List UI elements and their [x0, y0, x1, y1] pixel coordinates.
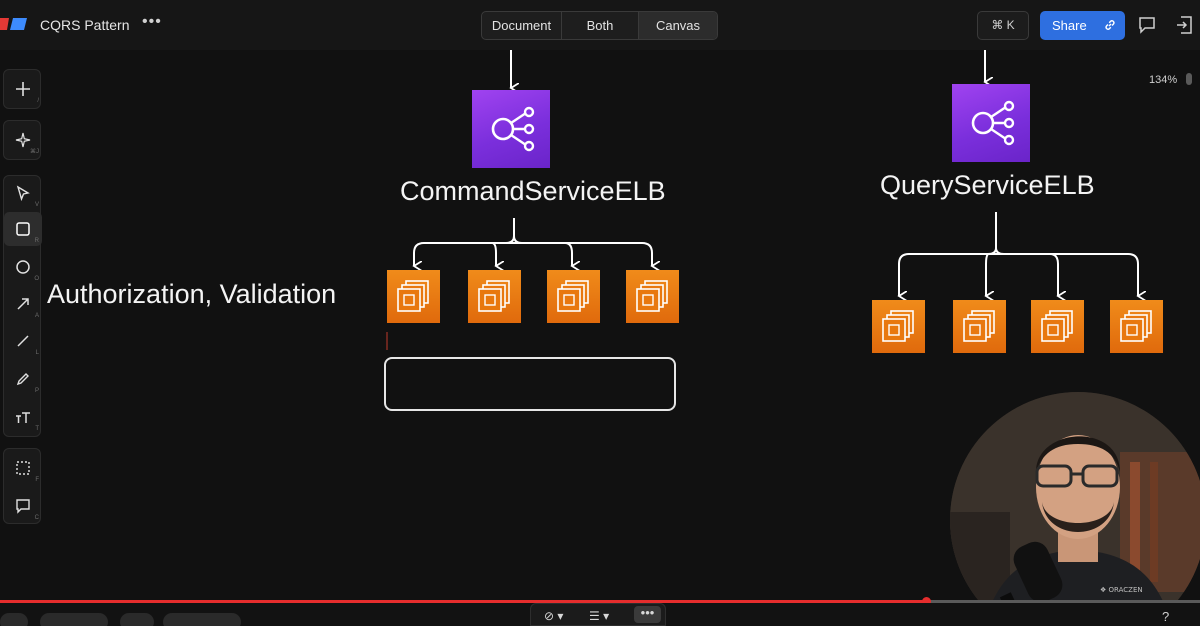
text-icon [16, 412, 30, 423]
link-icon [1105, 20, 1115, 30]
frame-shortcut-hint: F [35, 477, 39, 483]
query-instance-4[interactable] [1110, 300, 1163, 353]
document-title[interactable]: CQRS Pattern [40, 17, 130, 33]
ai-tool-group: ⌘J [3, 120, 41, 160]
comment-icon[interactable] [1138, 16, 1156, 34]
video-scrubber-handle[interactable] [922, 597, 931, 606]
ellipse-icon [16, 260, 30, 274]
comment-bubble-icon [16, 499, 30, 514]
top-bar: CQRS Pattern ••• Document Both Canvas ⌘ … [0, 0, 1200, 50]
line-tool[interactable]: L [4, 324, 42, 358]
line-icon [17, 335, 29, 347]
ec2-instance-icon [636, 280, 668, 312]
view-mode-both[interactable]: Both [562, 12, 639, 39]
svg-text:❖ ORACZEN: ❖ ORACZEN [1100, 586, 1143, 594]
canvas-bottom-toolbar: ⊘ ▾ ☰ ▾ ••• [530, 603, 666, 626]
video-progress-bar[interactable] [0, 597, 1200, 606]
play-pause-button[interactable] [0, 613, 28, 626]
arrow-tool[interactable]: A [4, 287, 42, 321]
add-tool-group: / [3, 69, 41, 109]
rectangle-shortcut-hint: R [34, 238, 39, 244]
frame-tool[interactable]: F [4, 451, 42, 485]
select-tool[interactable]: V [4, 176, 42, 210]
timestamp-display [163, 613, 241, 626]
slash-circle-icon[interactable]: ⊘ ▾ [544, 609, 564, 623]
command-instance-2[interactable] [468, 270, 521, 323]
query-instance-2[interactable] [953, 300, 1006, 353]
more-options-button[interactable]: ••• [142, 13, 162, 30]
select-shortcut-hint: V [34, 202, 39, 208]
ec2-instance-icon [882, 310, 914, 342]
ec2-instance-icon [478, 280, 510, 312]
query-instance-3[interactable] [1031, 300, 1084, 353]
video-progress-fill [0, 600, 926, 603]
canvas-scrollbar[interactable] [1186, 73, 1192, 85]
comment-shortcut-hint: C [34, 515, 39, 521]
query-fanout-arrows [899, 212, 1138, 296]
ec2-instance-icon [1120, 310, 1152, 342]
command-service-label[interactable]: CommandServiceELB [400, 176, 666, 206]
line-shortcut-hint: L [35, 350, 39, 356]
command-instance-3[interactable] [547, 270, 600, 323]
empty-rectangle-shape[interactable] [384, 357, 676, 411]
pencil-shortcut-hint: P [34, 388, 39, 394]
query-elb-icon[interactable] [952, 84, 1030, 162]
export-icon[interactable] [1176, 15, 1194, 35]
ec2-instance-icon [397, 280, 429, 312]
cursor-icon [16, 185, 30, 201]
rectangle-icon [16, 222, 30, 236]
sparkle-icon [15, 132, 31, 148]
view-mode-document[interactable]: Document [482, 12, 562, 39]
presenter-webcam: ❖ ORACZEN [950, 392, 1200, 626]
text-shortcut-hint: T [35, 426, 39, 432]
ec2-instance-icon [963, 310, 995, 342]
query-service-label[interactable]: QueryServiceELB [880, 170, 1095, 200]
ellipse-shortcut-hint: O [34, 276, 39, 282]
ai-shortcut-hint: ⌘J [30, 149, 39, 155]
rectangle-tool[interactable]: R [4, 212, 42, 246]
arrow-icon [17, 298, 29, 310]
command-instance-1[interactable] [387, 270, 440, 323]
frame-tools-group: F C [3, 448, 41, 524]
view-mode-canvas[interactable]: Canvas [639, 12, 717, 39]
pencil-icon [16, 373, 29, 386]
ai-assist-button[interactable]: ⌘J [4, 123, 42, 157]
align-menu-icon[interactable]: ☰ ▾ [589, 609, 610, 623]
view-mode-toggle: Document Both Canvas [481, 11, 718, 40]
load-balancer-icon [491, 106, 535, 152]
query-instance-1[interactable] [872, 300, 925, 353]
share-button[interactable]: Share [1040, 11, 1125, 40]
plus-icon [16, 82, 30, 96]
more-tools-button[interactable]: ••• [634, 606, 661, 623]
app-logo-icon [0, 18, 27, 30]
add-shortcut-hint: / [37, 98, 39, 104]
pencil-tool[interactable]: P [4, 362, 42, 396]
volume-button[interactable] [120, 613, 154, 626]
arrow-shortcut-hint: A [34, 313, 39, 319]
diagram-connectors [386, 50, 1200, 350]
drawing-tools-group: V R O A L P T [3, 175, 42, 437]
load-balancer-icon [971, 100, 1015, 146]
zoom-level[interactable]: 134% [1149, 74, 1178, 86]
command-fanout-arrows [414, 218, 652, 266]
ellipse-tool[interactable]: O [4, 250, 42, 284]
comment-tool[interactable]: C [4, 489, 42, 523]
add-button[interactable]: / [4, 72, 42, 106]
command-elb-icon[interactable] [472, 90, 550, 168]
authorization-note[interactable]: Authorization, Validation [47, 279, 337, 309]
help-icon[interactable]: ? [1162, 609, 1170, 624]
text-tool[interactable]: T [4, 400, 42, 434]
skip-controls[interactable] [40, 613, 108, 626]
frame-icon [16, 461, 30, 475]
share-label: Share [1052, 18, 1087, 33]
command-instance-4[interactable] [626, 270, 679, 323]
ec2-instance-icon [557, 280, 589, 312]
command-palette-button[interactable]: ⌘ K [977, 11, 1029, 40]
ec2-instance-icon [1041, 310, 1073, 342]
